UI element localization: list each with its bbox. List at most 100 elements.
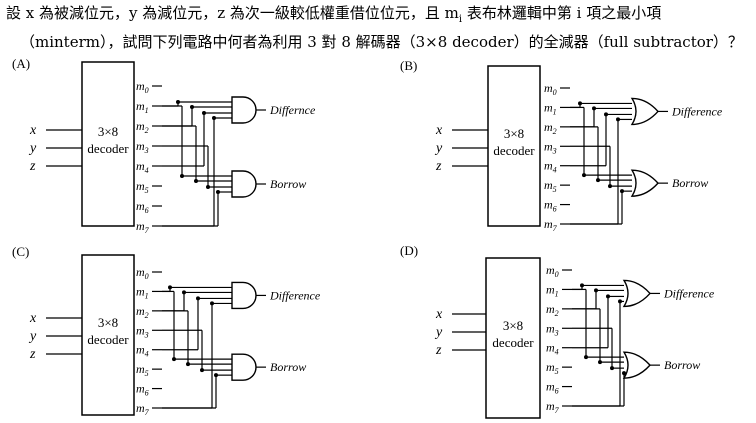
output-label-m3: m3 xyxy=(546,321,559,337)
input-label-y: y xyxy=(434,141,443,156)
option-label: (A) xyxy=(12,56,30,71)
output-label-m4: m4 xyxy=(136,159,149,175)
subscript: 4 xyxy=(555,348,559,357)
subscript: 1 xyxy=(553,107,557,116)
output-label-m4: m4 xyxy=(136,343,149,359)
gate-borrow xyxy=(630,169,659,197)
output-label-m5: m5 xyxy=(546,360,559,376)
output-label-m7: m7 xyxy=(544,217,558,233)
junction-dot xyxy=(598,360,602,365)
subscript: 6 xyxy=(145,206,149,215)
output-label-m6: m6 xyxy=(136,199,149,215)
output-label-m5: m5 xyxy=(544,178,557,194)
gate-difference xyxy=(231,96,257,124)
output-label-m2: m2 xyxy=(544,120,557,136)
gate-borrow xyxy=(231,353,257,381)
junction-dot xyxy=(578,101,582,106)
decoder-label-2: decoder xyxy=(87,141,129,156)
difference-label: Differnce xyxy=(269,103,316,117)
junction-dot xyxy=(182,290,186,295)
junction-dot xyxy=(608,184,612,189)
input-label-x: x xyxy=(435,307,443,322)
decoder-box xyxy=(81,254,135,416)
gate-borrow xyxy=(231,170,257,198)
difference-label: Difference xyxy=(671,104,723,118)
junction-dot xyxy=(620,189,624,194)
output-label-m0: m0 xyxy=(136,265,149,281)
question-line-2: （minterm），試問下列電路中何者為利用 3 對 8 解碼器（3×8 dec… xyxy=(20,33,743,51)
output-label-m3: m3 xyxy=(136,139,149,155)
output-label-m7: m7 xyxy=(546,399,560,415)
borrow-label: Borrow xyxy=(672,176,708,190)
output-label-m3: m3 xyxy=(544,139,557,155)
decoder-label-1: 3×8 xyxy=(503,318,523,333)
input-label-x: x xyxy=(435,123,443,138)
junction-dot xyxy=(584,355,588,360)
subscript: 4 xyxy=(553,166,557,175)
decoder-label-1: 3×8 xyxy=(98,315,118,330)
junction-dot xyxy=(594,288,598,293)
difference-label: Difference xyxy=(663,286,715,300)
circuit-option-d: (D)3×8decoderxyzm0m1m2m3m4m5m6m7Differen… xyxy=(400,243,715,419)
borrow-label: Borrow xyxy=(664,358,700,372)
junction-dot xyxy=(210,301,214,306)
input-label-y: y xyxy=(434,325,443,340)
gate-difference xyxy=(630,97,659,126)
output-label-m5: m5 xyxy=(136,362,149,378)
output-label-m6: m6 xyxy=(546,380,559,396)
output-label-m0: m0 xyxy=(546,263,559,279)
output-label-m1: m1 xyxy=(136,99,149,115)
junction-dot xyxy=(194,179,198,183)
junction-dot xyxy=(180,174,184,178)
subscript: 0 xyxy=(555,270,559,279)
decoder-label-2: decoder xyxy=(493,143,535,158)
subscript: 5 xyxy=(145,186,149,195)
question-text: 設 x 為被減位元，y 為減位元，z 為次一級較低權重借位位元，且 mi 表布林… xyxy=(6,2,752,53)
subscript: 2 xyxy=(145,311,149,320)
subscript: 0 xyxy=(145,272,149,281)
borrow-label: Borrow xyxy=(270,177,306,191)
junction-dot xyxy=(196,296,200,301)
junction-dot xyxy=(176,100,180,104)
output-label-m7: m7 xyxy=(136,401,150,417)
option-label: (B) xyxy=(400,58,417,73)
difference-label: Difference xyxy=(269,288,321,302)
output-label-m0: m0 xyxy=(544,81,557,97)
junction-dot xyxy=(186,362,190,367)
subscript: 3 xyxy=(144,146,149,155)
subscript: 3 xyxy=(554,328,559,337)
subscript: 0 xyxy=(145,86,149,95)
input-label-z: z xyxy=(435,159,442,174)
subscript: 4 xyxy=(145,350,149,359)
subscript: 2 xyxy=(145,126,149,135)
circuit-option-a: (A)3×8decoderxyzm0m1m2m3m4m5m6m7Differnc… xyxy=(12,56,316,235)
output-label-m1: m1 xyxy=(546,282,559,298)
subscript: 6 xyxy=(145,389,149,398)
input-label-x: x xyxy=(29,311,37,326)
junction-dot xyxy=(618,299,622,304)
output-label-m4: m4 xyxy=(544,159,557,175)
decoder-box xyxy=(81,61,135,227)
output-label-m2: m2 xyxy=(546,302,559,318)
output-label-m3: m3 xyxy=(136,323,149,339)
subscript: 6 xyxy=(555,387,559,396)
subscript: 6 xyxy=(553,205,557,214)
output-label-m6: m6 xyxy=(136,382,149,398)
subscript: 3 xyxy=(144,330,149,339)
subscript: 5 xyxy=(553,185,557,194)
junction-dot xyxy=(580,283,584,288)
junction-dot xyxy=(212,116,216,120)
option-label: (C) xyxy=(12,244,29,259)
decoder-label-1: 3×8 xyxy=(98,124,118,139)
junction-dot xyxy=(168,285,172,290)
junction-dot xyxy=(606,294,610,299)
junction-dot xyxy=(616,117,620,122)
output-label-m2: m2 xyxy=(136,304,149,320)
subscript: 5 xyxy=(555,367,559,376)
output-label-m1: m1 xyxy=(544,100,557,116)
output-label-m2: m2 xyxy=(136,119,149,135)
junction-dot xyxy=(206,185,210,189)
output-label-m5: m5 xyxy=(136,179,149,195)
subscript: 7 xyxy=(145,408,150,417)
question-line-1-tail: 表布林邏輯中第 i 項之最小項 xyxy=(462,4,662,22)
